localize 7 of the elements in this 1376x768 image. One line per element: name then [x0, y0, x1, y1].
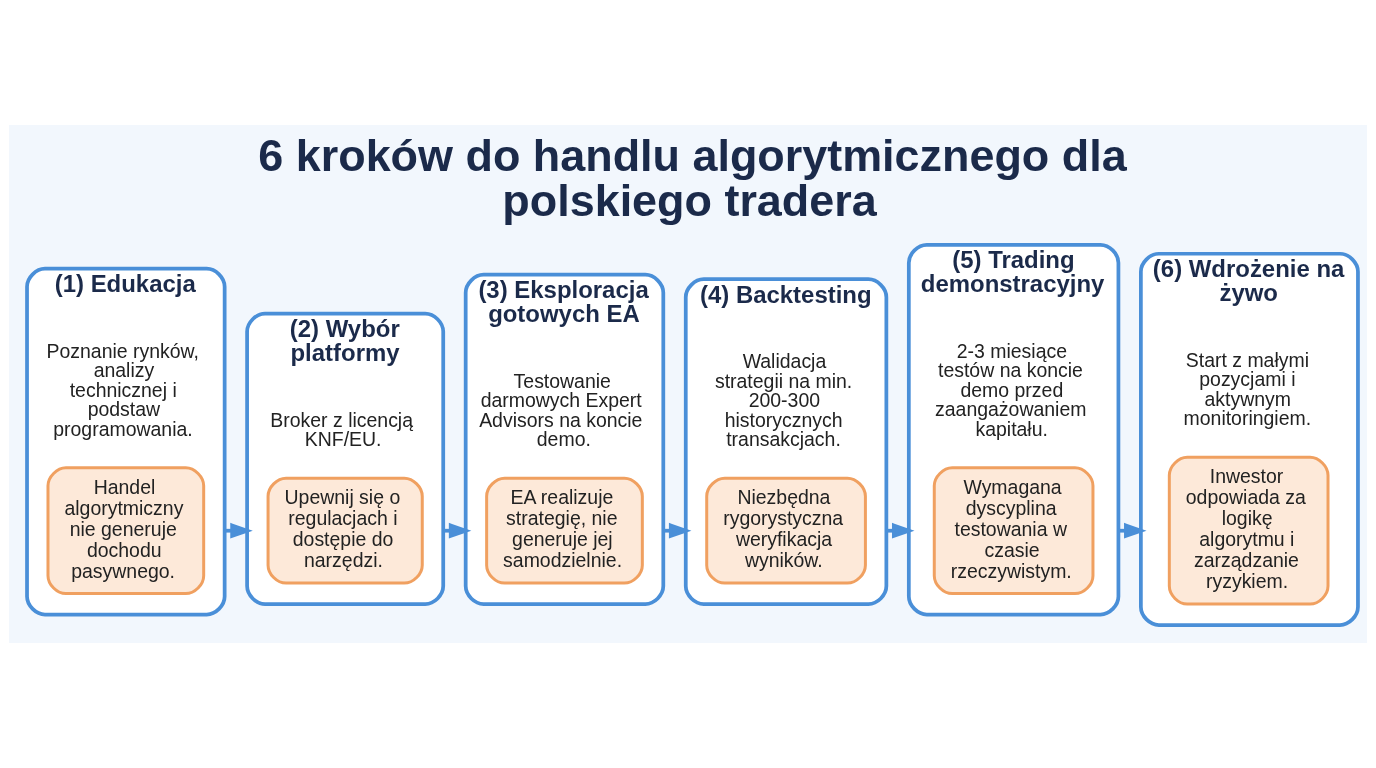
node-box: Inwestor odpowiada za logikę algorytmu i zarządzanie ryzykiem.	[1167, 455, 1330, 606]
node-box: Upewnij się o regulacjach i dostępie do narzędzi.	[266, 476, 424, 585]
node-box: EA realizuje strategię, nie generuje jej samodzielnie.	[485, 476, 644, 585]
node-box: Niezbędna rygorystyczna weryfikacja wyników.	[705, 476, 867, 585]
diagram-title: 6 kroków do handlu algorytmicznego dla polskiego tradera	[258, 130, 1127, 227]
node-box: Handel algorytmiczny nie generuje dochodu pasywnego.	[46, 466, 206, 596]
node-box: Wymagana dyscyplina testowania w czasie rzeczywistym.	[932, 466, 1095, 596]
